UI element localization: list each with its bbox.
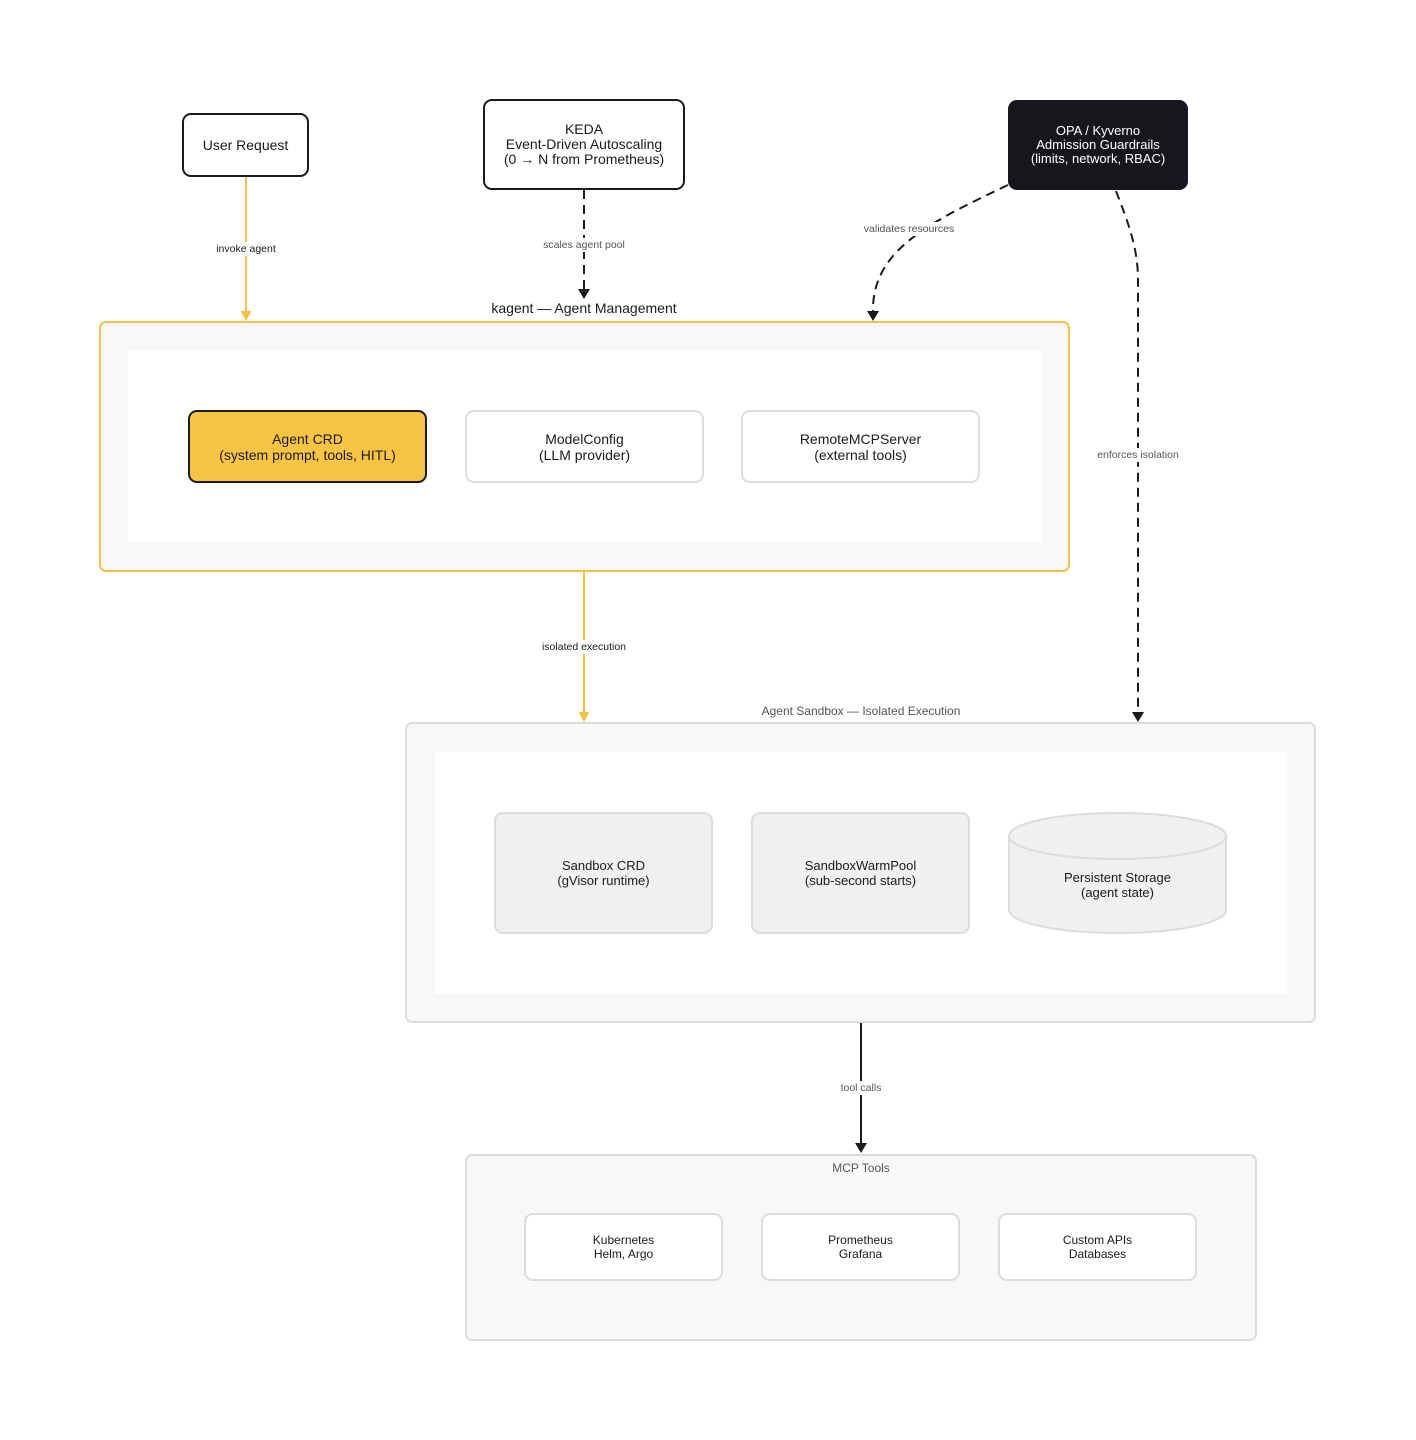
remote-mcp-server-node: RemoteMCPServer (external tools): [741, 410, 980, 483]
agent-crd-detail: (system prompt, tools, HITL): [219, 446, 396, 463]
custom-apis-tool-node: Custom APIs Databases: [998, 1213, 1197, 1281]
agent-crd-node: Agent CRD (system prompt, tools, HITL): [188, 410, 427, 483]
database-cylinder-icon: [1008, 812, 1227, 934]
persistent-storage-title: Persistent Storage: [1064, 870, 1171, 885]
edge-invoke-agent-arrowhead: [240, 311, 252, 321]
edge-label-tool-calls: tool calls: [838, 1081, 884, 1095]
agent-crd-title: Agent CRD: [272, 430, 343, 447]
edge-scales-agent-pool-arrowhead: [578, 289, 590, 299]
sandbox-crd-title: Sandbox CRD: [561, 858, 646, 873]
kubernetes-tool-node: Kubernetes Helm, Argo: [524, 1213, 723, 1281]
persistent-storage-label: Persistent Storage (agent state): [1008, 870, 1227, 900]
prometheus-tool-node: Prometheus Grafana: [761, 1213, 960, 1281]
sandbox-warm-pool-node: SandboxWarmPool (sub-second starts): [751, 812, 970, 934]
persistent-storage-node: Persistent Storage (agent state): [1008, 812, 1227, 934]
prometheus-tool-detail: Grafana: [838, 1247, 883, 1261]
sandbox-crd-node: Sandbox CRD (gVisor runtime): [494, 812, 713, 934]
sandbox-warm-pool-title: SandboxWarmPool: [804, 858, 917, 873]
opa-subtitle: Admission Guardrails: [1036, 137, 1160, 152]
sandbox-cluster-title: Agent Sandbox — Isolated Execution: [761, 704, 961, 718]
opa-detail: (limits, network, RBAC): [1030, 151, 1166, 166]
edge-enforces-isolation: [1115, 190, 1139, 712]
keda-subtitle: Event-Driven Autoscaling: [505, 136, 663, 152]
edge-isolated-execution-arrowhead: [578, 712, 590, 722]
edge-label-scales-agent-pool: scales agent pool: [541, 238, 627, 252]
edge-label-validates-resources: validates resources: [861, 222, 957, 236]
remote-mcp-server-title: RemoteMCPServer: [799, 430, 922, 447]
custom-apis-tool-detail: Databases: [1068, 1247, 1127, 1261]
kagent-cluster-title: kagent — Agent Management: [491, 300, 677, 316]
mcp-tools-cluster-title: MCP Tools: [832, 1161, 890, 1175]
kubernetes-tool-title: Kubernetes: [592, 1233, 655, 1247]
edge-label-isolated-execution: isolated execution: [539, 640, 629, 654]
edge-validates-resources-arrowhead: [867, 311, 879, 321]
opa-kyverno-node: OPA / Kyverno Admission Guardrails (limi…: [1008, 100, 1188, 190]
keda-node: KEDA Event-Driven Autoscaling (0 → N fro…: [483, 99, 685, 190]
prometheus-tool-title: Prometheus: [828, 1233, 893, 1247]
model-config-detail: (LLM provider): [538, 446, 631, 463]
sandbox-warm-pool-detail: (sub-second starts): [804, 873, 917, 888]
sandbox-crd-detail: (gVisor runtime): [557, 873, 650, 888]
keda-detail: (0 → N from Prometheus): [503, 151, 665, 167]
edge-validates-resources: [871, 184, 1009, 312]
edge-enforces-isolation-arrowhead: [1132, 712, 1144, 722]
edge-tool-calls-arrowhead: [855, 1143, 867, 1153]
model-config-title: ModelConfig: [545, 430, 624, 447]
persistent-storage-detail: (agent state): [1081, 885, 1154, 900]
edge-label-enforces-isolation: enforces isolation: [1095, 448, 1181, 462]
user-request-node: User Request: [182, 113, 309, 177]
opa-title: OPA / Kyverno: [1055, 123, 1141, 138]
remote-mcp-server-detail: (external tools): [814, 446, 907, 463]
kubernetes-tool-detail: Helm, Argo: [593, 1247, 654, 1261]
user-request-label: User Request: [202, 137, 289, 153]
keda-title: KEDA: [564, 121, 604, 137]
custom-apis-tool-title: Custom APIs: [1062, 1233, 1133, 1247]
model-config-node: ModelConfig (LLM provider): [465, 410, 704, 483]
edge-label-invoke-agent: invoke agent: [214, 242, 278, 256]
